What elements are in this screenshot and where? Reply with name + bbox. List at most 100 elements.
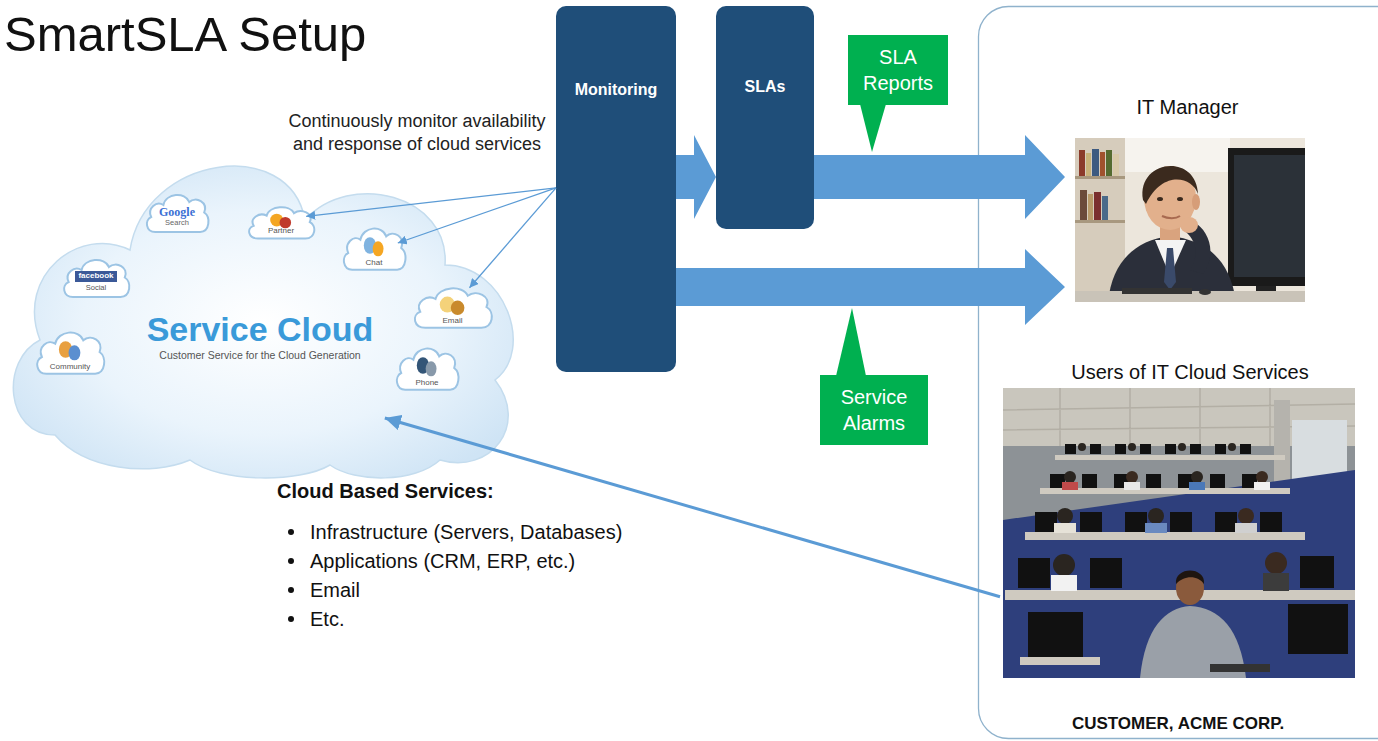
bubble-outline — [344, 229, 406, 270]
panel-heading: IT Manager — [1065, 95, 1310, 119]
classroom-photo-part — [1040, 488, 1290, 494]
service-bubble: Partner — [245, 203, 317, 241]
service-bubble: GoogleSearch — [143, 190, 211, 235]
it-manager-photo-part — [1122, 288, 1192, 294]
classroom-photo-part — [1065, 444, 1076, 454]
service-icon — [270, 214, 283, 227]
service-cloud: Service CloudCustomer Service for the Cl… — [0, 115, 525, 485]
sla-box: SLAs — [716, 6, 814, 229]
classroom-photo-part — [1140, 606, 1246, 678]
classroom-photo-part — [1178, 474, 1193, 488]
classroom-photo-part — [1078, 443, 1086, 451]
classroom-photo-part — [1003, 388, 1355, 678]
classroom-photo-part — [1003, 470, 1355, 678]
bullet-dot — [288, 616, 294, 622]
classroom-photo-part — [1292, 420, 1347, 560]
classroom-photo-part — [1148, 508, 1164, 524]
bubble-outline — [397, 349, 459, 390]
classroom-photo-part — [1057, 508, 1073, 524]
it-manager-panel: IT Manager — [1065, 95, 1310, 305]
it-manager-photo-part — [1080, 190, 1087, 220]
classroom-photo-part — [1003, 388, 1355, 446]
classroom-photo-part — [1235, 523, 1257, 533]
list-item: Email — [310, 578, 360, 602]
classroom-photo-part — [1263, 573, 1289, 591]
bubble-outline — [415, 288, 492, 327]
it-manager-photo — [1075, 138, 1305, 302]
service-icon — [426, 361, 437, 376]
classroom-photo-part — [1191, 471, 1203, 483]
region-outline — [979, 7, 1378, 739]
it-manager-photo-part — [1075, 220, 1125, 223]
classroom-photo-part — [1028, 612, 1083, 657]
connector — [814, 104, 1065, 219]
classroom-photo-part — [1054, 523, 1076, 533]
users-panel-shape — [1000, 360, 1358, 680]
cloud-tagline: Customer Service for the Cloud Generatio… — [95, 349, 425, 363]
classroom-photo-part — [1025, 532, 1305, 540]
service-name: facebook — [75, 271, 116, 282]
classroom-photo-part — [1114, 474, 1129, 488]
classroom-photo-part — [1055, 455, 1285, 460]
classroom-photo-part — [1165, 444, 1176, 454]
classroom-photo-part — [1254, 482, 1270, 490]
list-item: Applications (CRM, ERP, etc.) — [310, 549, 575, 573]
classroom-photo-part — [1126, 471, 1138, 483]
it-manager-photo-part — [1102, 196, 1108, 220]
block-arrow — [676, 135, 716, 219]
it-manager-photo-part — [1234, 155, 1305, 277]
bullet-dot — [288, 587, 294, 593]
classroom-photo-part — [1288, 604, 1348, 654]
service-icon — [69, 345, 81, 360]
service-caption: Social — [86, 284, 106, 292]
it-manager-photo-part — [1164, 248, 1176, 290]
it-manager-photo-part — [1108, 236, 1236, 302]
service-bubble: Phone — [393, 343, 461, 393]
bullet-dot — [288, 529, 294, 535]
it-manager-photo-part — [1192, 194, 1200, 210]
it-manager-photo-part — [1180, 217, 1198, 233]
classroom-photo-part — [1090, 444, 1101, 454]
customer-region: CUSTOMER, ACME CORP.IT ManagerUsers of I… — [978, 6, 1378, 739]
bar-fill — [716, 6, 814, 229]
it-manager-photo-part — [1155, 240, 1186, 276]
it-manager-photo-part — [1092, 149, 1099, 176]
classroom-photo-part — [1242, 474, 1257, 488]
classroom-photo-part — [1189, 482, 1205, 490]
it-manager-photo-part — [1177, 197, 1183, 201]
connector — [676, 135, 716, 219]
connector-line — [306, 188, 556, 216]
classroom-photo-part — [1210, 474, 1225, 488]
service-bubble-shape — [245, 203, 317, 241]
it-manager-photo-part — [1125, 138, 1230, 172]
classroom-photo-part — [1125, 512, 1147, 532]
classroom-photo-part — [1146, 474, 1161, 488]
it-manager-photo-part — [1075, 291, 1305, 302]
users-panel: Users of IT Cloud Services — [1000, 360, 1358, 680]
classroom-photo-part — [1256, 471, 1268, 483]
service-cloud-shape — [0, 115, 525, 485]
it-manager-photo-part — [1088, 194, 1093, 220]
it-manager-photo-part — [1144, 166, 1196, 230]
bubble-outline — [64, 260, 129, 297]
classroom-photo-part — [1062, 482, 1078, 490]
classroom-photo-part — [1145, 523, 1167, 533]
classroom-photo-part — [1128, 443, 1136, 451]
box-title: SLAs — [716, 77, 814, 96]
it-manager-photo-part — [1199, 289, 1211, 295]
callout-label: Service Alarms — [820, 375, 928, 445]
diagram-title: SmartSLA Setup — [4, 6, 366, 62]
cloud-title-block: Service CloudCustomer Service for the Cl… — [95, 310, 425, 363]
callout-pointer — [836, 308, 866, 376]
bubble-outline — [37, 333, 104, 374]
service-icon — [59, 341, 72, 358]
it-manager-photo-part — [1106, 150, 1112, 176]
classroom-photo-part — [1178, 443, 1186, 451]
classroom-photo-part — [1210, 664, 1270, 672]
it-manager-photo-part — [1157, 197, 1163, 201]
it-manager-photo-part — [1075, 176, 1125, 179]
it-manager-photo-part — [1228, 148, 1305, 286]
monitoring-box: Monitoring — [556, 6, 676, 372]
callout-pointer — [860, 104, 886, 152]
